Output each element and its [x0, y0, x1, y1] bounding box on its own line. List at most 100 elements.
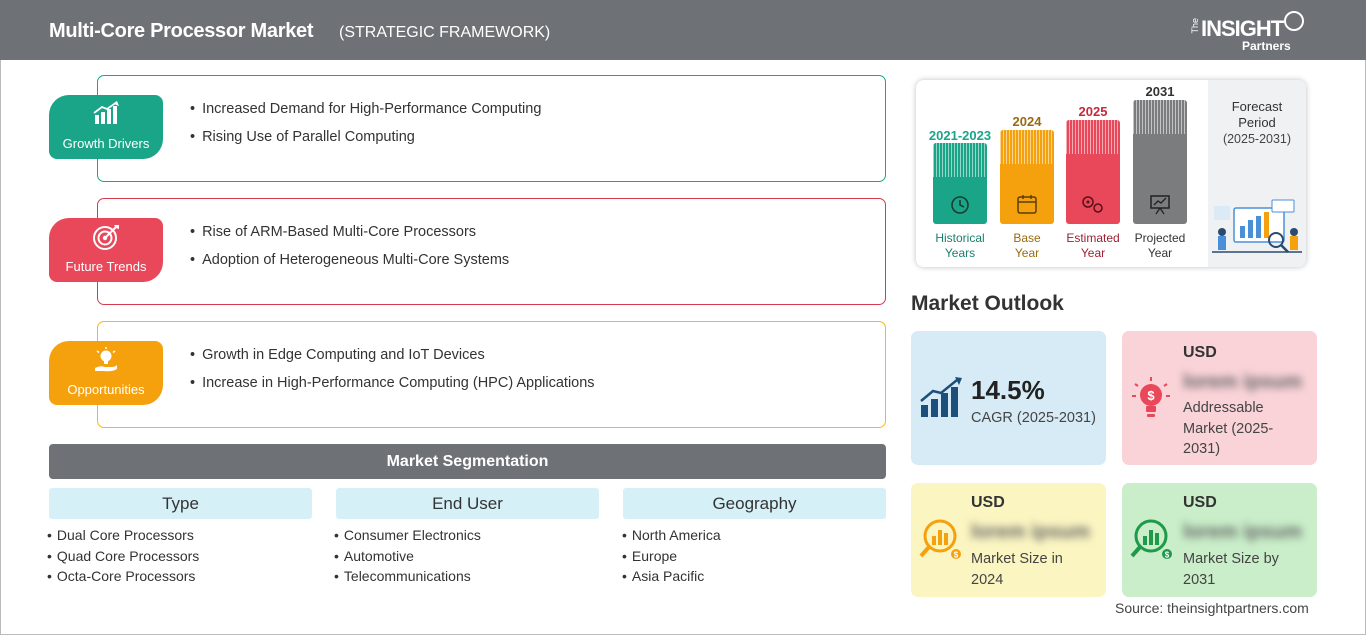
- analytics-illustration-icon: [1212, 199, 1302, 253]
- bar-stripes: [1000, 130, 1054, 164]
- timeline-card: 2021-2023 Historical Years 2024 Base: [916, 80, 1306, 267]
- page-title: Multi-Core Processor Market: [49, 20, 314, 42]
- future-trends-box: Rise of ARM-Based Multi-Core Processors …: [97, 198, 886, 305]
- forecast-title-line: Forecast: [1231, 99, 1283, 114]
- segment-head-end-user: End User: [336, 488, 599, 519]
- size-2031-currency: USD: [1183, 494, 1217, 511]
- cagr-label: CAGR (2025-2031): [971, 410, 1096, 426]
- timeline-year: 2024: [1012, 114, 1042, 129]
- logo-the: The: [1190, 18, 1200, 34]
- list-item: Rising Use of Parallel Computing: [190, 123, 541, 151]
- segment-head-geography: Geography: [623, 488, 886, 519]
- market-size-2031-card: $ USD lorem ipsum Market Size by 2031: [1122, 483, 1317, 597]
- addressable-currency: USD: [1183, 344, 1217, 361]
- list-item: Adoption of Heterogeneous Multi-Core Sys…: [190, 246, 509, 274]
- opportunities-list: Growth in Edge Computing and IoT Devices…: [190, 341, 594, 397]
- timeline-estimated: 2025 Estimated Year: [1066, 80, 1120, 267]
- svg-text:$: $: [1165, 551, 1170, 560]
- list-item: Increased Demand for High-Performance Co…: [190, 95, 541, 123]
- magnifier-chart-icon: $: [919, 519, 961, 560]
- timeline-caption: Estimated Year: [1053, 231, 1133, 261]
- lightbulb-dollar-icon: $: [1132, 377, 1170, 417]
- forecast-title-line: Period: [1238, 115, 1276, 130]
- segment-list-end-user: Consumer Electronics Automotive Telecomm…: [334, 525, 481, 587]
- list-item: Telecommunications: [334, 566, 481, 587]
- caption-line: Base: [1013, 231, 1041, 245]
- opportunities-box: Growth in Edge Computing and IoT Devices…: [97, 321, 886, 428]
- bar-stripes: [933, 143, 987, 177]
- logo-partners: Partners: [1242, 39, 1291, 53]
- label-line: Market Size in: [971, 551, 1063, 567]
- timeline-bar: [1000, 130, 1054, 224]
- list-item: Asia Pacific: [622, 566, 721, 587]
- future-trends-list: Rise of ARM-Based Multi-Core Processors …: [190, 218, 509, 274]
- opportunities-label: Opportunities: [67, 382, 145, 397]
- label-line: 2024: [971, 571, 1004, 588]
- caption-line: Years: [944, 246, 976, 260]
- lightbulb-hand-icon: [95, 347, 117, 372]
- timeline-caption: Base Year: [987, 231, 1067, 261]
- caption-line: Estimated: [1066, 231, 1120, 245]
- caption-line: Projected: [1134, 231, 1186, 245]
- growth-chart-icon: [920, 377, 962, 417]
- list-item: Automotive: [334, 546, 481, 567]
- target-icon: [93, 225, 119, 250]
- forecast-title: Forecast Period: [1208, 99, 1306, 131]
- segment-list-geography: North America Europe Asia Pacific: [622, 525, 721, 587]
- caption-line: Year: [1080, 246, 1106, 260]
- cagr-card: 14.5% CAGR (2025-2031): [911, 331, 1106, 465]
- timeline-year: 2031: [1145, 84, 1175, 99]
- label-line: Market Size by: [1183, 551, 1279, 567]
- cagr-value: 14.5%: [971, 375, 1045, 405]
- logo-ring-icon: [1284, 11, 1304, 31]
- timeline-historical: 2021-2023 Historical Years: [929, 80, 991, 267]
- size-2031-value: lorem ipsum: [1183, 521, 1302, 543]
- addressable-market-card: $ USD lorem ipsum Addressable Market (20…: [1122, 331, 1317, 465]
- future-trends-badge: Future Trends: [49, 218, 163, 282]
- future-trends-label: Future Trends: [65, 259, 147, 274]
- page-subtitle: (STRATEGIC FRAMEWORK): [339, 24, 551, 41]
- label-line: 2031: [1183, 571, 1216, 588]
- list-item: Octa-Core Processors: [47, 566, 199, 587]
- addressable-value: lorem ipsum: [1183, 371, 1302, 393]
- list-item: Consumer Electronics: [334, 525, 481, 546]
- growth-drivers-box: Increased Demand for High-Performance Co…: [97, 75, 886, 182]
- label-line: Addressable: [1183, 400, 1264, 416]
- list-item: Dual Core Processors: [47, 525, 199, 546]
- source-note: Source: theinsightpartners.com: [1115, 600, 1309, 616]
- growth-drivers-badge: Growth Drivers: [49, 95, 163, 159]
- list-item: North America: [622, 525, 721, 546]
- market-segmentation-title: Market Segmentation: [49, 444, 886, 479]
- list-item: Increase in High-Performance Computing (…: [190, 369, 594, 397]
- label-line: 2031): [1183, 441, 1221, 457]
- timeline-caption: Projected Year: [1120, 231, 1200, 261]
- caption-line: Historical: [935, 231, 985, 245]
- gears-icon: [1082, 196, 1103, 213]
- growth-drivers-list: Increased Demand for High-Performance Co…: [190, 95, 541, 151]
- market-size-2024-card: $ USD lorem ipsum Market Size in 2024: [911, 483, 1106, 597]
- insight-partners-logo[interactable]: The INSIGHT Partners: [1190, 10, 1310, 54]
- forecast-years: (2025-2031): [1222, 132, 1292, 146]
- timeline-year: 2021-2023: [928, 128, 992, 143]
- timeline-caption: Historical Years: [920, 231, 1000, 261]
- presentation-icon: [1150, 195, 1170, 215]
- calendar-icon: [1017, 195, 1037, 214]
- market-outlook-title: Market Outlook: [911, 292, 1064, 315]
- caption-line: Year: [1147, 246, 1173, 260]
- list-item: Quad Core Processors: [47, 546, 199, 567]
- size-2024-value: lorem ipsum: [971, 521, 1090, 543]
- caption-line: Year: [1014, 246, 1040, 260]
- forecast-panel: Forecast Period (2025-2031): [1208, 80, 1306, 267]
- segment-head-type: Type: [49, 488, 312, 519]
- timeline-bar: [1133, 100, 1187, 224]
- magnifier-chart-icon: $: [1130, 519, 1172, 560]
- growth-chart-icon: [93, 101, 119, 124]
- clock-history-icon: [951, 196, 969, 214]
- list-item: Europe: [622, 546, 721, 567]
- addressable-label: Addressable Market (2025- 2031): [1183, 398, 1273, 460]
- bar-stripes: [1066, 120, 1120, 154]
- segment-list-type: Dual Core Processors Quad Core Processor…: [47, 525, 199, 587]
- timeline-bar: [933, 143, 987, 224]
- size-2031-label: Market Size by 2031: [1183, 549, 1279, 590]
- size-2024-label: Market Size in 2024: [971, 549, 1063, 590]
